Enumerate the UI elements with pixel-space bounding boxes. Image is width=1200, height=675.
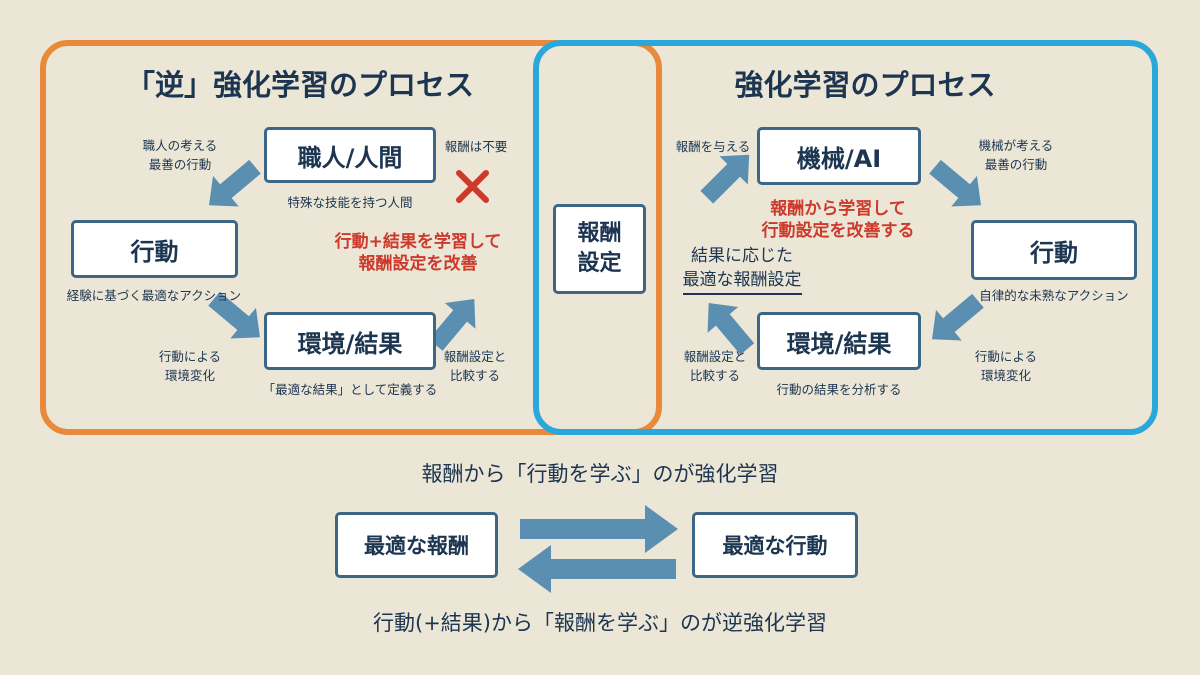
node-action-left: 行動 <box>71 220 238 278</box>
node-action-left-caption: 経験に基づく最適なアクション <box>66 288 242 303</box>
bottom-text-rl: 報酬から「行動を学ぶ」のが強化学習 <box>421 462 779 486</box>
label-compare-right: 報酬設定と 比較する <box>683 349 747 383</box>
label-machine-thinking: 機械が考える 最善の行動 <box>978 138 1054 172</box>
node-action-right-caption: 自律的な未熟なアクション <box>979 288 1129 303</box>
label-no-reward: 報酬は不要 <box>444 139 508 154</box>
arrow-reward-to-action <box>520 505 678 553</box>
label-craftsman-thinking: 職人の考える 最善の行動 <box>142 138 218 172</box>
inverse-rl-title: 「逆」強化学習のプロセス <box>125 68 474 102</box>
node-human: 職人/人間 <box>264 127 436 183</box>
node-env-left-caption: 「最適な結果」として定義する <box>262 382 438 397</box>
label-env-change-right: 行動による 環境変化 <box>974 349 1038 383</box>
rl-panel <box>533 40 1158 435</box>
box-optimal-reward: 最適な報酬 <box>335 512 498 578</box>
label-env-change-left: 行動による 環境変化 <box>158 349 222 383</box>
reward-setting-box: 報酬 設定 <box>553 204 646 294</box>
arrow-action-to-reward <box>518 545 676 593</box>
red-note-right: 報酬から学習して 行動設定を改善する <box>761 199 915 241</box>
bottom-text-inverse-rl: 行動(+結果)から「報酬を学ぶ」のが逆強化学習 <box>373 611 827 635</box>
label-give-reward: 報酬を与える <box>675 139 751 154</box>
optimal-reward-line1: 結果に応じた <box>691 246 793 266</box>
rl-title: 強化学習のプロセス <box>734 68 996 102</box>
node-env-right-caption: 行動の結果を分析する <box>776 382 902 397</box>
node-env-left: 環境/結果 <box>264 312 436 370</box>
node-action-right: 行動 <box>971 220 1137 280</box>
optimal-reward-line2: 最適な報酬設定 <box>682 268 802 295</box>
inverse-rl-panel <box>40 40 662 435</box>
box-optimal-action: 最適な行動 <box>692 512 858 578</box>
label-compare-left: 報酬設定と 比較する <box>443 349 507 383</box>
node-machine: 機械/AI <box>757 127 921 185</box>
optimal-reward-label: 結果に応じた 最適な報酬設定 <box>668 244 816 295</box>
cross-icon <box>456 170 489 203</box>
node-human-caption: 特殊な技能を持つ人間 <box>287 195 413 210</box>
red-note-left: 行動+結果を学習して 報酬設定を改善 <box>334 232 502 274</box>
node-env-right: 環境/結果 <box>757 312 921 370</box>
